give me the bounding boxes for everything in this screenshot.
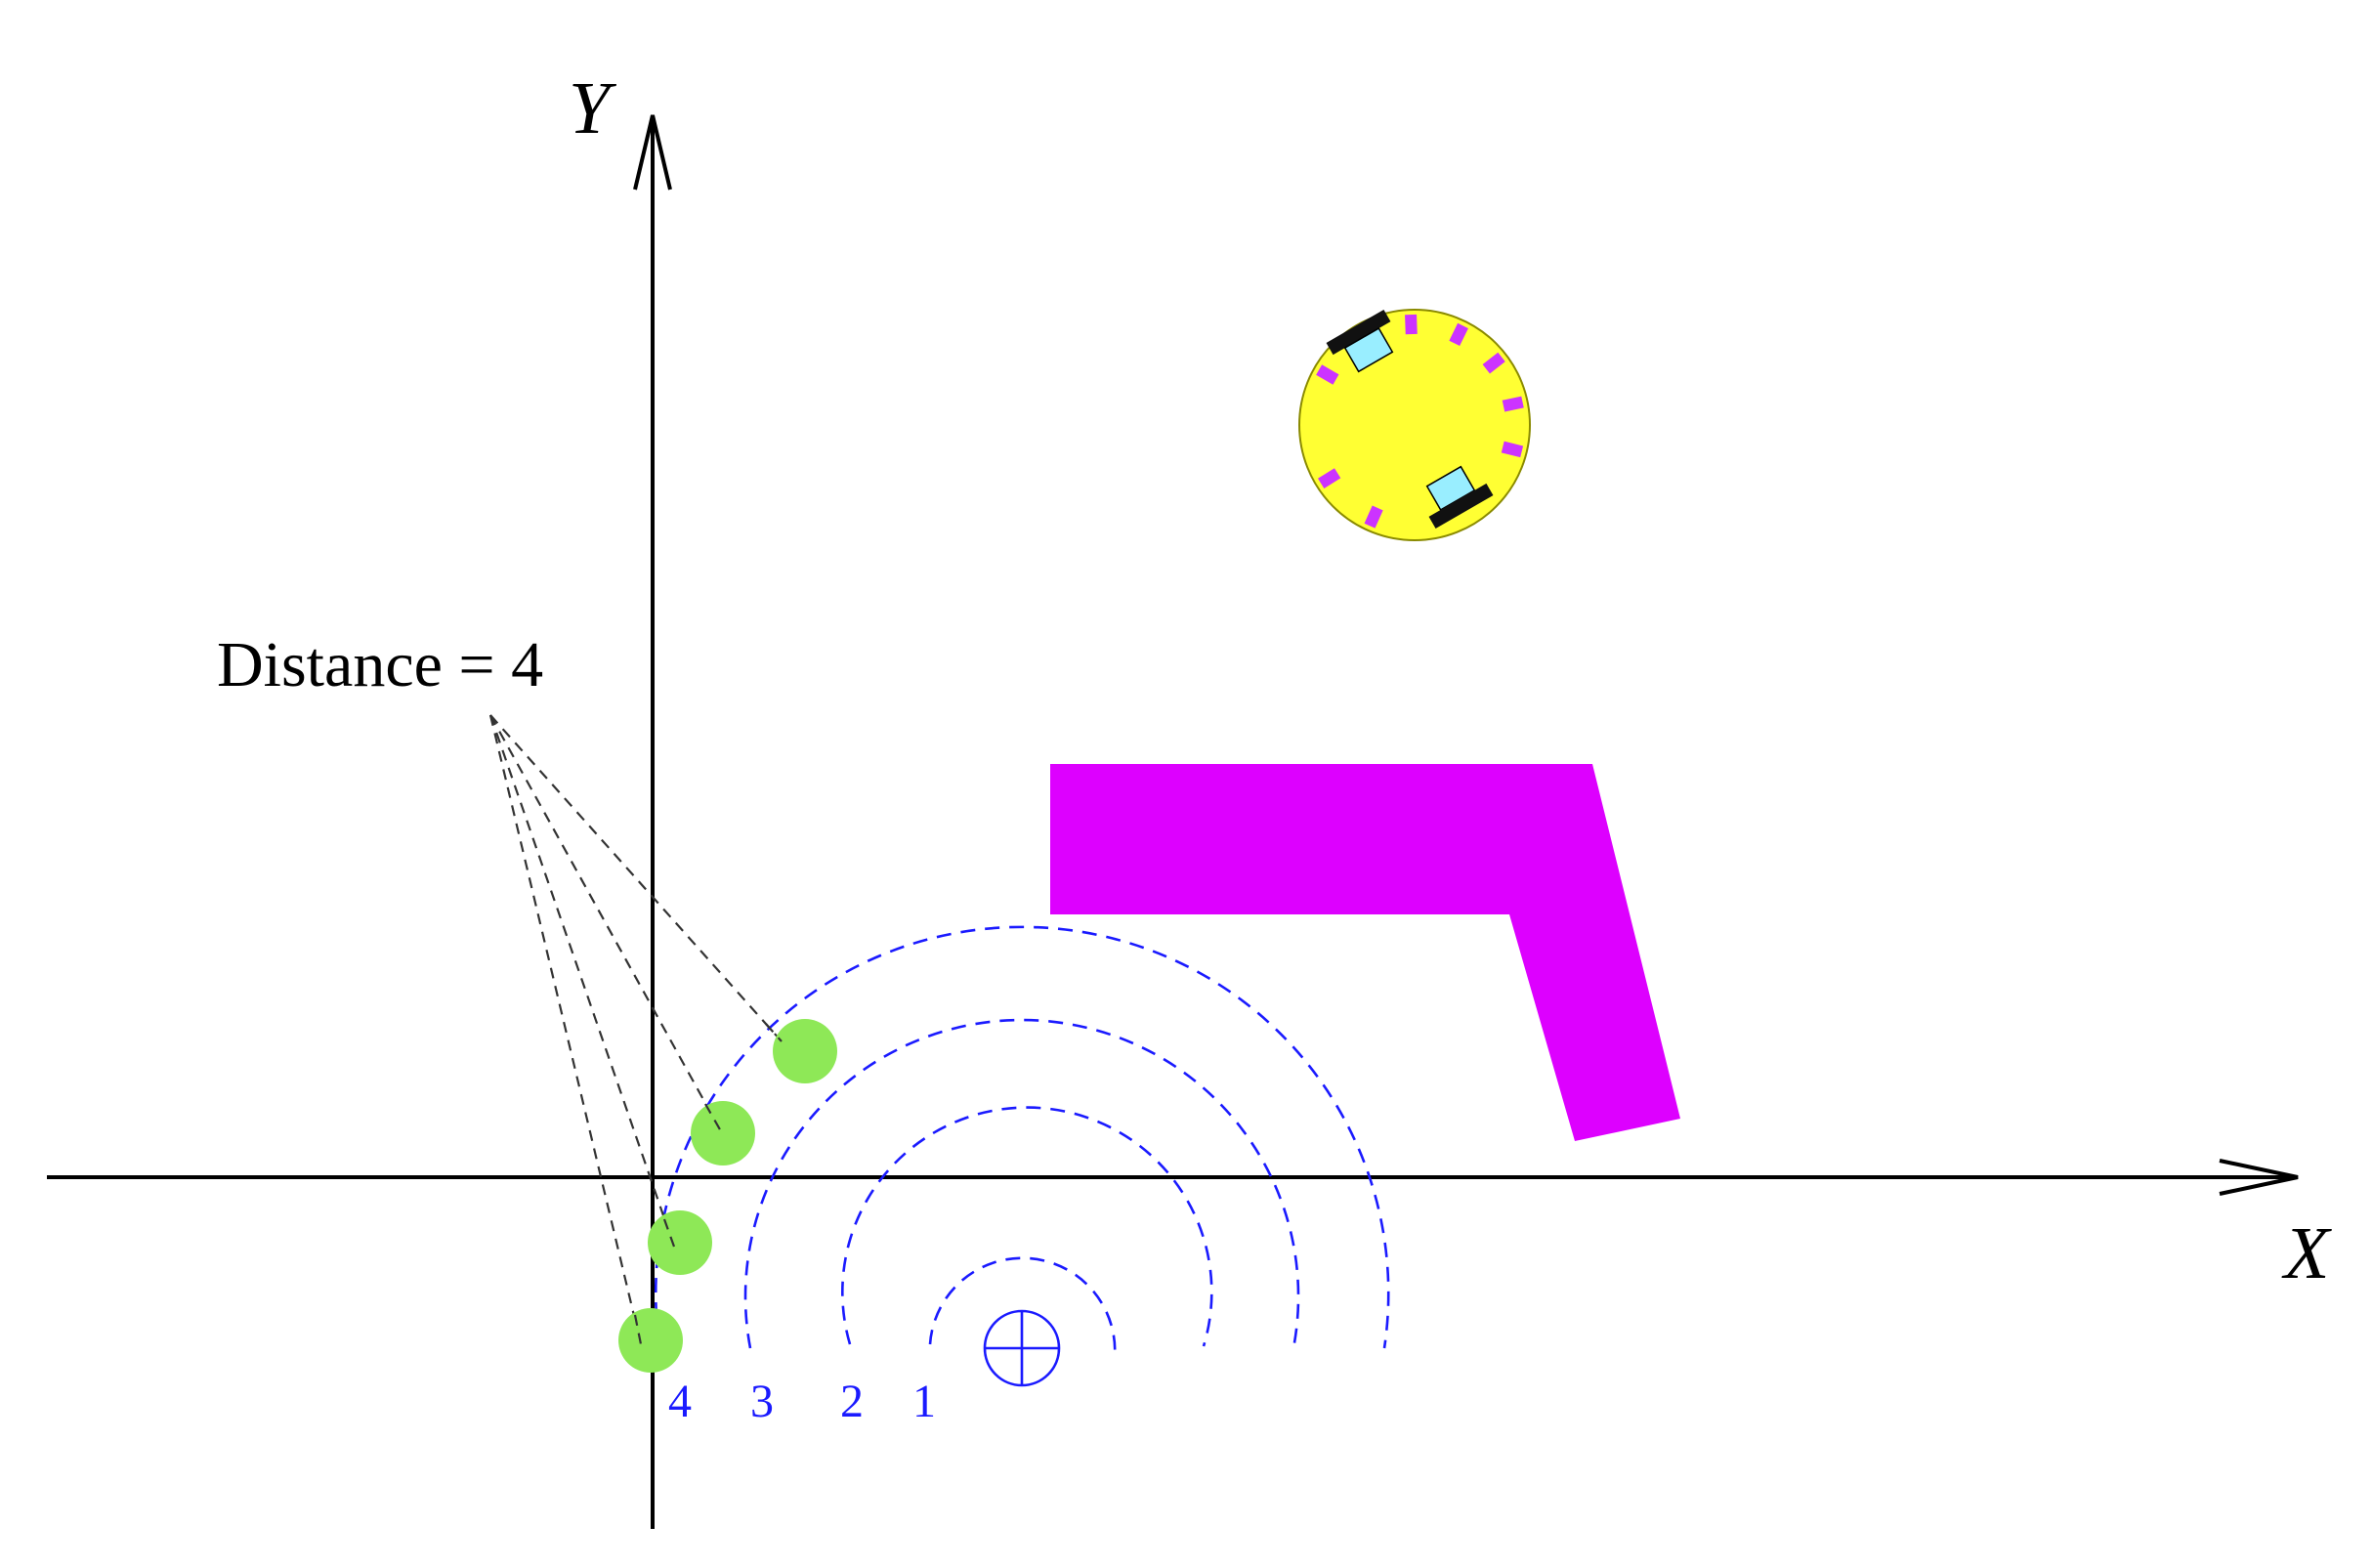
- robot-wheel: [1428, 483, 1494, 530]
- x-axis-label: X: [2281, 1212, 2332, 1294]
- y-axis-arrowhead: [633, 114, 672, 191]
- leader-tip-2: [704, 1103, 722, 1132]
- ring-label-4: 4: [668, 1376, 692, 1427]
- callout-leaders: [488, 714, 783, 1345]
- ring-arc-3: [743, 1018, 1300, 1349]
- crosshair-circle-icon: [983, 1309, 1061, 1387]
- leader-line-1: [489, 714, 783, 1042]
- x-axis-arrowhead: [2219, 1159, 2299, 1196]
- robot-wheel-assembly-lower: [1425, 465, 1494, 530]
- sample-point-3: [648, 1210, 712, 1275]
- robot-sensor: [1501, 441, 1524, 458]
- robot-sensor: [1316, 364, 1339, 385]
- y-axis-label: Y: [569, 67, 617, 149]
- distance-rings: [655, 925, 1390, 1358]
- robot-caster: [1343, 327, 1394, 373]
- robot-sensor: [1364, 505, 1383, 529]
- ring-label-1: 1: [912, 1376, 936, 1427]
- robot-caster: [1425, 465, 1476, 511]
- leader-tip-3: [662, 1218, 676, 1248]
- robot-sensor: [1405, 314, 1418, 335]
- ring-label-2: 2: [840, 1376, 864, 1427]
- sample-point-2: [691, 1101, 755, 1165]
- ring-labels: 4 3 2 1: [668, 1376, 936, 1427]
- robot-icon: [1298, 309, 1531, 541]
- obstacle-shape: [1050, 764, 1680, 1141]
- sample-point-1: [773, 1019, 837, 1083]
- ring-arc-4: [655, 925, 1390, 1349]
- robot-sensor: [1502, 396, 1524, 412]
- axes: X Y: [47, 67, 2332, 1529]
- leader-line-4: [488, 714, 643, 1345]
- robot-sensor: [1482, 352, 1505, 374]
- robot-sensor: [1449, 322, 1468, 347]
- sample-point-4: [618, 1308, 683, 1373]
- leader-line-2: [489, 714, 722, 1132]
- robot-wheel: [1326, 309, 1391, 356]
- distance-callout-label: Distance = 4: [217, 629, 543, 700]
- robot-wheel-assembly-upper: [1326, 309, 1394, 373]
- sample-points: [618, 1019, 837, 1373]
- ring-arc-2: [841, 1106, 1213, 1347]
- leader-tip-1: [765, 1023, 783, 1042]
- leader-tip-4: [633, 1314, 643, 1345]
- ring-arc-1: [928, 1256, 1117, 1358]
- leader-line-3: [488, 714, 676, 1248]
- robot-sensor: [1317, 468, 1341, 488]
- callout-leader-tips: [633, 1023, 783, 1345]
- ring-label-3: 3: [750, 1376, 774, 1427]
